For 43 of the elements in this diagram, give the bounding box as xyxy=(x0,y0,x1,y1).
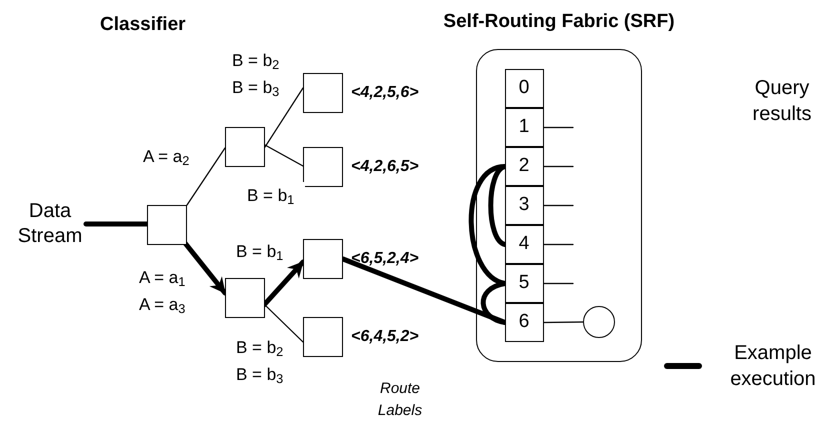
connector-line xyxy=(543,204,574,206)
connector-line xyxy=(543,321,584,324)
classifier-box xyxy=(303,73,343,113)
execution-path xyxy=(182,240,228,296)
output-label: Query results xyxy=(752,76,812,127)
input-label: Data Stream xyxy=(16,199,84,249)
port-cell xyxy=(504,186,544,224)
classifier-box xyxy=(225,278,265,318)
fabric-heading: Self-Routing Fabric (SRF) xyxy=(443,10,675,34)
port-number: 4 xyxy=(518,232,530,256)
connector-line xyxy=(264,304,304,343)
connector-line xyxy=(543,244,574,246)
connector-line xyxy=(543,126,574,128)
connector-line xyxy=(543,166,574,168)
legend-label: Example execution xyxy=(729,341,817,392)
route-label: <6,5,2,4> xyxy=(351,251,419,267)
connector-line xyxy=(264,87,304,148)
port-number: 6 xyxy=(518,310,530,334)
port-number: 2 xyxy=(518,154,530,178)
port-cell xyxy=(504,146,544,186)
port-number: 3 xyxy=(518,193,530,217)
connector-line xyxy=(186,147,226,206)
classifier-box xyxy=(225,127,265,167)
route-label: <4,2,6,5> xyxy=(351,159,419,175)
section-heading: Classifier xyxy=(100,13,186,37)
classifier-box xyxy=(303,147,343,187)
port-cell xyxy=(504,108,544,146)
route-label: <4,2,5,6> xyxy=(351,85,419,101)
classifier-box xyxy=(147,205,187,245)
port-number: 0 xyxy=(518,76,530,100)
connector-line xyxy=(264,144,304,167)
execution-path xyxy=(84,222,150,226)
route-label: <6,4,5,2> xyxy=(351,329,419,345)
port-cell xyxy=(504,264,544,302)
port-cell xyxy=(504,302,544,342)
route-labels-caption: Route Labels xyxy=(376,379,424,421)
port-cell xyxy=(504,68,544,108)
port-cell xyxy=(504,224,544,264)
port-number: 5 xyxy=(518,271,530,295)
classifier-box xyxy=(303,317,343,357)
port-number: 1 xyxy=(518,115,530,139)
classifier-box xyxy=(303,239,343,279)
connector-line xyxy=(543,282,574,284)
